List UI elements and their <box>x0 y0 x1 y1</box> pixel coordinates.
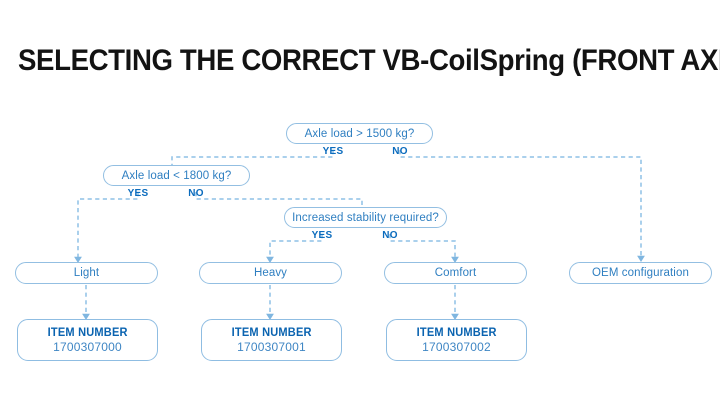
branch-label-d2-no: NO <box>188 187 204 199</box>
result-label: Comfort <box>434 267 477 279</box>
result-node-heavy[interactable]: Heavy <box>199 262 342 284</box>
branch-label-d1-yes: YES <box>322 145 344 157</box>
wire-d2-no <box>195 192 363 211</box>
decision-node-axle-load-1800[interactable]: Axle load < 1800 kg? <box>103 165 250 186</box>
item-number-value: 1700307001 <box>237 339 306 354</box>
branch-label-d3-no: NO <box>382 229 398 241</box>
result-label: OEM configuration <box>592 267 689 279</box>
branch-label-d3-yes: YES <box>311 229 333 241</box>
item-number-box-light[interactable]: ITEM NUMBER 1700307000 <box>17 319 158 361</box>
wire-d2-yes <box>74 192 139 263</box>
result-label: Heavy <box>253 267 288 279</box>
decision-label: Axle load < 1800 kg? <box>121 169 232 182</box>
branch-label-d2-yes: YES <box>127 187 149 199</box>
decision-node-axle-load-1500[interactable]: Axle load > 1500 kg? <box>286 123 433 144</box>
item-number-label: ITEM NUMBER <box>416 326 497 339</box>
wire-d3-yes <box>266 234 323 263</box>
wire-d1-yes <box>171 150 334 169</box>
branch-label-d1-no: NO <box>392 145 408 157</box>
result-node-oem-configuration[interactable]: OEM configuration <box>569 262 712 284</box>
result-label: Light <box>73 267 100 279</box>
item-number-box-comfort[interactable]: ITEM NUMBER 1700307002 <box>386 319 527 361</box>
result-node-light[interactable]: Light <box>15 262 158 284</box>
item-number-value: 1700307002 <box>422 339 491 354</box>
result-node-comfort[interactable]: Comfort <box>384 262 527 284</box>
item-number-value: 1700307000 <box>53 339 122 354</box>
decision-label: Axle load > 1500 kg? <box>304 127 415 140</box>
page-title: SELECTING THE CORRECT VB-CoilSpring (FRO… <box>18 44 720 77</box>
wire-d1-no <box>399 150 645 262</box>
decision-node-increased-stability[interactable]: Increased stability required? <box>284 207 447 228</box>
item-number-box-heavy[interactable]: ITEM NUMBER 1700307001 <box>201 319 342 361</box>
decision-label: Increased stability required? <box>292 211 439 224</box>
item-number-label: ITEM NUMBER <box>47 326 128 339</box>
wire-d3-no <box>389 234 459 263</box>
item-number-label: ITEM NUMBER <box>231 326 312 339</box>
